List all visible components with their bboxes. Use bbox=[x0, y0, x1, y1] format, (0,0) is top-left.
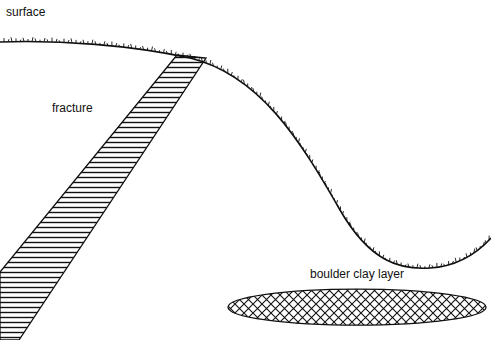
grass-tufts bbox=[4, 37, 489, 268]
clay-lens bbox=[228, 289, 486, 325]
grass-tuft bbox=[4, 37, 489, 268]
layer-label: boulder clay layer bbox=[226, 268, 488, 281]
surface-label: surface bbox=[6, 6, 45, 19]
fracture-label: fracture bbox=[52, 102, 93, 115]
ground-surface bbox=[0, 42, 491, 269]
fracture-band bbox=[0, 55, 206, 340]
boulder-clay-layer: boulder clay layer bbox=[226, 268, 488, 327]
